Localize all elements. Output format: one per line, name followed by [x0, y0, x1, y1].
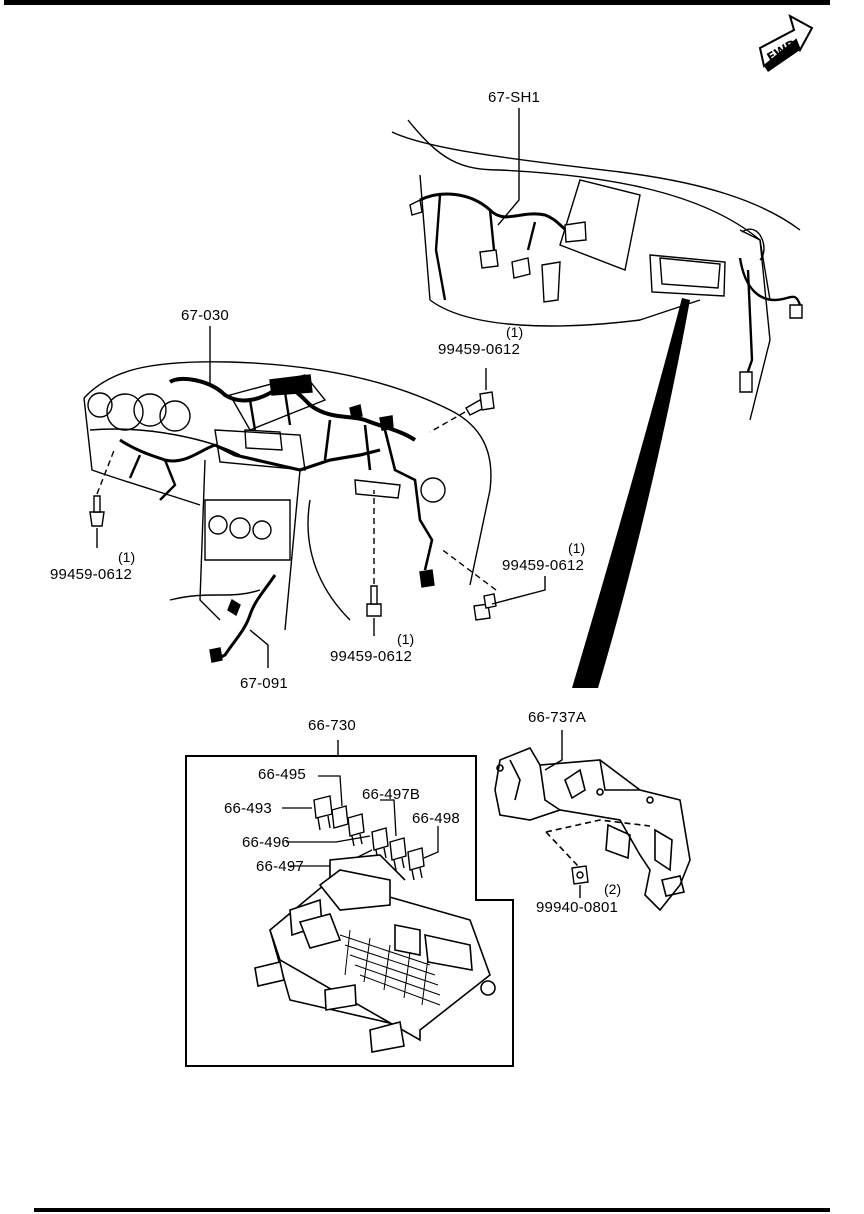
bracket-drawing — [494, 747, 691, 912]
callout-66-495: 66-495 — [258, 766, 306, 783]
callout-66-498: 66-498 — [412, 810, 460, 827]
top-rule — [4, 0, 830, 5]
bolt-right-qty: (1) — [568, 540, 586, 556]
bolt-left-qty: (1) — [118, 549, 136, 565]
fuse-icons — [313, 795, 425, 881]
callout-67-030: 67-030 — [181, 307, 229, 324]
bolt-center-icon — [366, 490, 382, 636]
callout-66-497: 66-497 — [256, 858, 304, 875]
fuse-block-cells — [339, 929, 441, 1006]
fuse-block-frame — [185, 755, 514, 1067]
callout-66-493: 66-493 — [224, 800, 272, 817]
callout-67-sh1: 67-SH1 — [488, 89, 541, 106]
dash-harness-drawing — [83, 361, 492, 663]
nut-bracket-qty: (2) — [604, 881, 622, 897]
bolt-left-icon — [89, 447, 116, 548]
shield-harness-drawing — [391, 119, 803, 421]
nut-icon — [571, 865, 589, 898]
callout-66-496: 66-496 — [242, 834, 290, 851]
callout-66-737a: 66-737A — [528, 709, 587, 726]
callout-66-497b: 66-497B — [362, 786, 421, 803]
bottom-rule — [34, 1208, 830, 1212]
callout-67-091: 67-091 — [240, 675, 288, 692]
bolt-left-part: 99459-0612 — [50, 566, 133, 583]
leader-lines — [209, 108, 563, 771]
bolt-right-part: 99459-0612 — [502, 557, 585, 574]
fwd-label: FWD — [765, 37, 799, 65]
connection-sweep — [572, 298, 690, 688]
bolt-center-qty: (1) — [397, 631, 415, 647]
bolt-top-qty: (1) — [506, 324, 524, 340]
fuse-block-body — [254, 854, 496, 1053]
bolt-right-icon — [439, 547, 546, 621]
bolt-center-part: 99459-0612 — [330, 648, 413, 665]
fwd-arrow-icon — [758, 13, 814, 72]
bolt-top-part: 99459-0612 — [438, 341, 521, 358]
nut-bracket-part: 99940-0801 — [536, 899, 619, 916]
bolt-top-icon — [429, 368, 495, 433]
callout-66-730: 66-730 — [308, 717, 356, 734]
